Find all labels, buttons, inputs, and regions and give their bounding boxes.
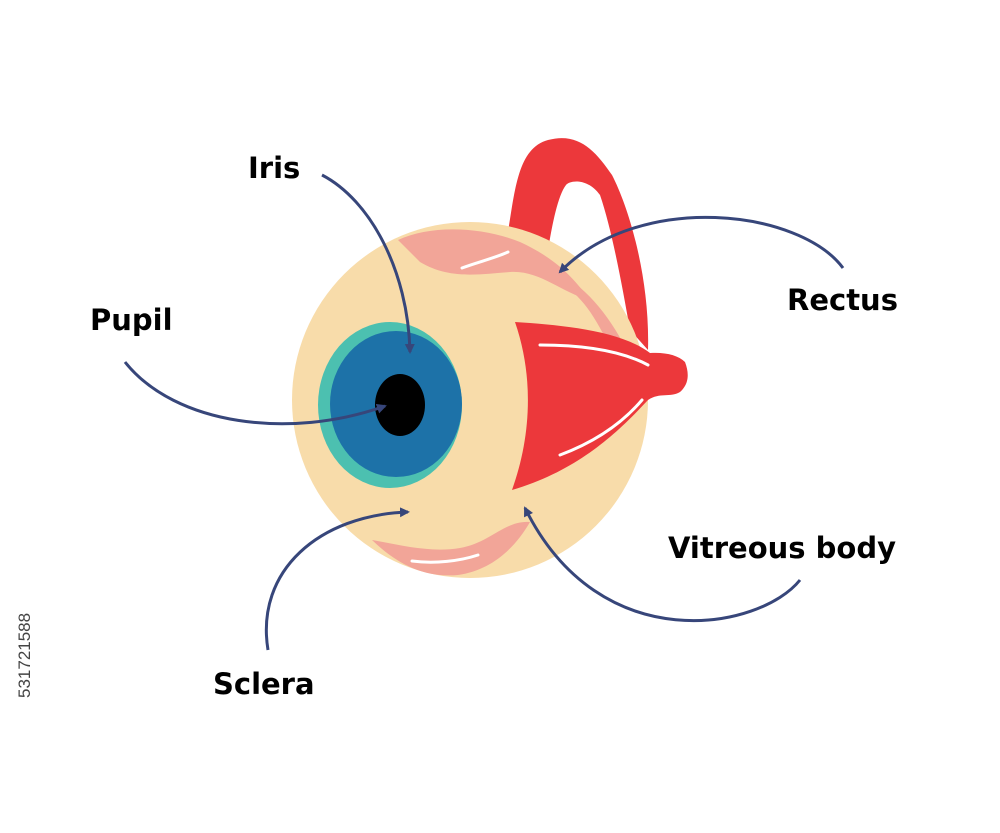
pointer-arrows	[123, 173, 845, 651]
rectus-arrow	[558, 215, 845, 274]
iris-arrow	[321, 173, 415, 354]
vitreous-body-arrow	[523, 506, 802, 623]
label-sclera: Sclera	[213, 667, 315, 701]
label-iris: Iris	[248, 151, 300, 185]
stock-id-text: 531721588	[15, 613, 34, 698]
pupil-arrow	[123, 361, 387, 426]
iris-group	[318, 322, 462, 488]
sclera-top-tissue	[398, 229, 590, 300]
eyeball	[292, 222, 648, 578]
label-vitreous-body: Vitreous body	[668, 531, 896, 565]
label-rectus: Rectus	[787, 283, 898, 317]
sclera-arrow	[264, 507, 410, 651]
upper-rectus-muscle	[508, 138, 649, 350]
pupil	[375, 374, 425, 436]
label-pupil: Pupil	[90, 303, 173, 337]
